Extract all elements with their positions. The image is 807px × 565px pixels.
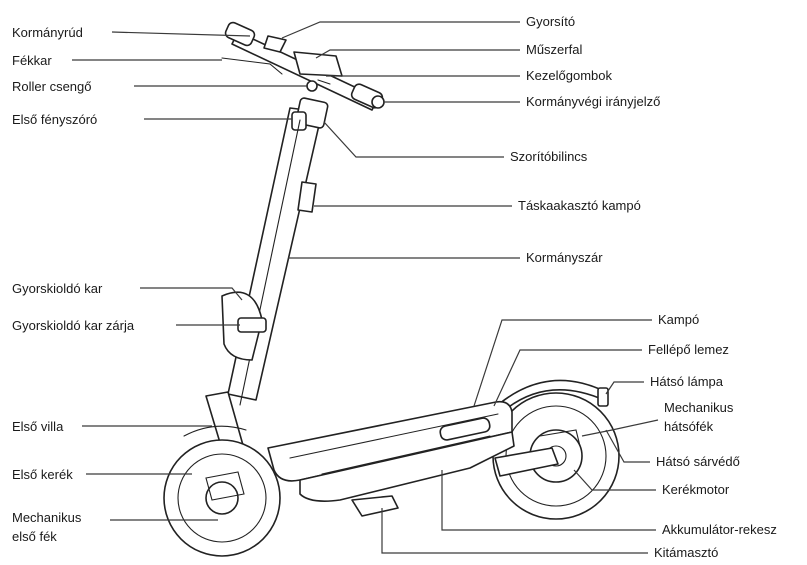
label-front-wheel: Első kerék — [12, 467, 73, 482]
rear-lamp — [597, 387, 609, 407]
rear-brake-caliper — [539, 429, 581, 447]
label-stem: Kormányszár — [526, 250, 603, 265]
deck-groove — [321, 435, 491, 475]
handlebar — [221, 21, 385, 111]
headlight — [291, 111, 307, 131]
label-rear-fender: Hátsó sárvédő — [656, 454, 740, 469]
leader-lines — [72, 21, 659, 554]
front-assembly — [163, 391, 281, 557]
label-control-buttons: Kezelőgombok — [526, 68, 612, 83]
leader-rear-brake — [581, 419, 659, 437]
label-rear-brake-line1: Mechanikus — [664, 400, 734, 415]
label-brake-lever: Fékkar — [12, 53, 52, 68]
label-battery: Akkumulátor-rekesz — [662, 522, 777, 537]
label-headlight: Első fényszóró — [12, 112, 97, 127]
label-rear-lamp: Hátsó lámpa — [650, 374, 724, 389]
leader-rear-lamp — [605, 381, 644, 395]
label-front-brake-line2: első fék — [12, 529, 57, 544]
bell — [306, 80, 318, 92]
label-front-brake-line1: Mechanikus — [12, 510, 82, 525]
label-quick-release-lock: Gyorskioldó kar zárja — [12, 318, 135, 333]
label-quick-release-lever: Gyorskioldó kar — [12, 281, 103, 296]
label-front-fork: Első villa — [12, 419, 64, 434]
leader-kickstand — [381, 508, 648, 554]
brake-cable — [239, 119, 301, 406]
front-brake-drum — [205, 471, 245, 501]
rear-wheel — [491, 379, 620, 520]
label-handlebar: Kormányrúd — [12, 25, 83, 40]
front-rim — [177, 453, 267, 543]
leader-hook — [473, 319, 652, 407]
leader-clamp — [323, 121, 504, 158]
folding-mechanism — [221, 291, 267, 361]
rear-swing-arm — [494, 447, 559, 477]
label-rear-brake-line2: hátsófék — [664, 419, 714, 434]
leader-quick-release — [140, 287, 243, 301]
brake-lever — [221, 57, 283, 75]
turn-signal — [371, 95, 385, 109]
left-grip — [224, 21, 256, 47]
kickstand — [351, 495, 399, 517]
leader-throttle — [281, 21, 520, 39]
scooter-illustration — [163, 21, 620, 557]
label-bell: Roller csengő — [12, 79, 92, 94]
label-clamp: Szorítóbilincs — [510, 149, 588, 164]
deck-edge — [289, 413, 499, 459]
leader-rear-fender — [605, 429, 650, 463]
label-hook: Kampó — [658, 312, 699, 327]
labels-left: Kormányrúd Fékkar Roller csengő Első fén… — [12, 25, 135, 544]
labels-right: Gyorsító Műszerfal Kezelőgombok Kormányv… — [510, 14, 777, 560]
front-fender — [183, 425, 247, 437]
leader-dashboard — [315, 49, 520, 59]
rear-hook — [439, 417, 491, 441]
quick-release-lock — [237, 317, 267, 333]
label-hub-motor: Kerékmotor — [662, 482, 730, 497]
throttle — [263, 35, 287, 53]
label-deck: Fellépő lemez — [648, 342, 729, 357]
leader-deck — [493, 349, 642, 407]
leader-battery — [441, 470, 656, 531]
control-buttons — [317, 79, 331, 85]
label-kickstand: Kitámasztó — [654, 545, 718, 560]
bag-hook — [297, 181, 317, 213]
battery-compartment — [299, 431, 515, 502]
label-bag-hook: Táskaakasztó kampó — [518, 198, 641, 213]
leader-handlebar — [111, 31, 251, 37]
deck — [267, 400, 515, 517]
leader-hub-motor — [573, 469, 656, 491]
label-throttle: Gyorsító — [526, 14, 575, 29]
label-turn-signal: Kormányvégi irányjelző — [526, 94, 660, 109]
dashboard — [293, 51, 343, 77]
label-dashboard: Műszerfal — [526, 42, 582, 57]
